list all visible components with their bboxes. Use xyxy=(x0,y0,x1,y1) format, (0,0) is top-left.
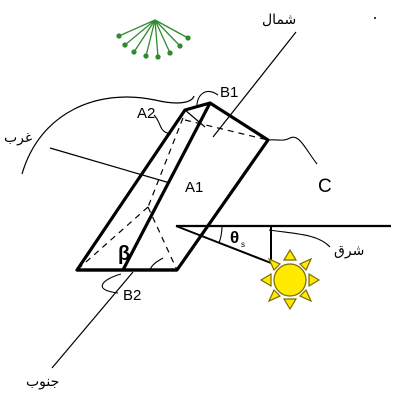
b1-leader xyxy=(196,91,219,109)
north-label: شمال xyxy=(262,12,296,28)
theta-label: θ xyxy=(230,228,239,247)
a2-leader xyxy=(153,114,172,135)
west-axis-line xyxy=(49,147,171,184)
hidden-edges xyxy=(76,117,269,271)
sky-arc-curve xyxy=(21,95,195,175)
a2-label: A2 xyxy=(137,105,155,122)
prism-frame xyxy=(75,101,270,272)
diffuse-rays-icon xyxy=(116,19,191,60)
east-leader xyxy=(268,229,331,248)
south-label: جنوب xyxy=(26,374,59,390)
speck-dot xyxy=(374,17,376,19)
sun-icon xyxy=(259,248,321,311)
theta-angle xyxy=(175,225,272,264)
b1-label: B1 xyxy=(220,84,238,101)
b2-label: B2 xyxy=(123,287,141,304)
beta-arc xyxy=(149,257,164,271)
c-label: C xyxy=(318,176,332,197)
theta-arc xyxy=(218,226,223,244)
b2-leader xyxy=(101,273,122,294)
north-axis-line xyxy=(212,31,297,138)
beta-label: β xyxy=(118,243,130,265)
south-axis-line xyxy=(51,271,134,369)
west-label: غرب xyxy=(4,130,32,146)
theta-subscript: s xyxy=(241,240,245,249)
c-leader xyxy=(267,136,318,165)
a1-label: A1 xyxy=(185,179,203,196)
b1-face-line xyxy=(184,109,206,128)
east-label: شرق xyxy=(334,243,364,259)
